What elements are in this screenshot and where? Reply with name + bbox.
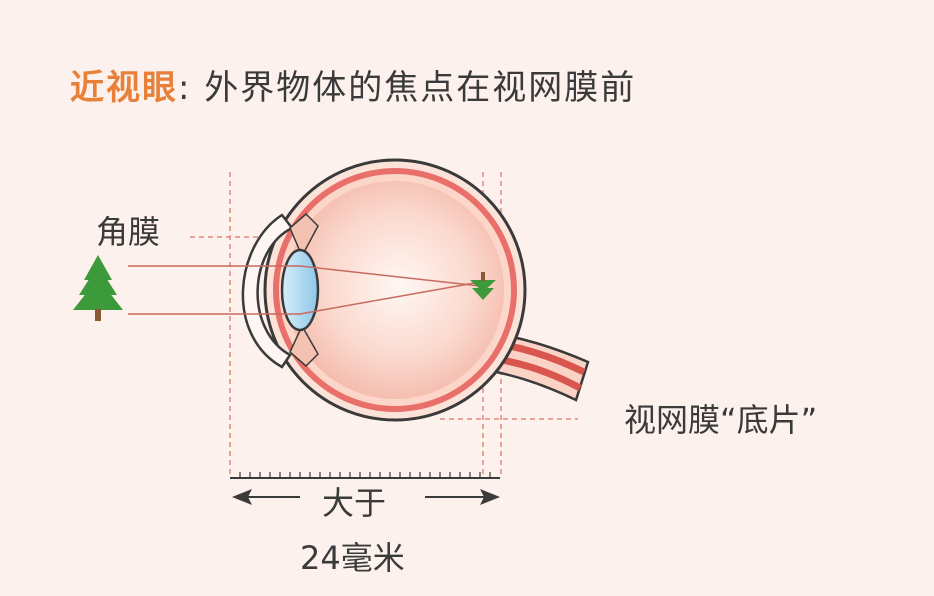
length-label-top: 大于 [322, 484, 387, 522]
tree-icon [73, 255, 123, 321]
eyeball [263, 158, 527, 422]
title-highlight: 近视眼 [70, 68, 178, 108]
ciliary-body [289, 212, 319, 368]
title-separator: : [178, 68, 192, 108]
length-arrows [232, 489, 500, 505]
lens [280, 248, 320, 332]
cornea-shape [241, 213, 294, 369]
length-ruler [230, 472, 500, 479]
cornea-label: 角膜 [96, 213, 161, 251]
retina-label: 视网膜“底片” [624, 401, 818, 439]
length-label-bottom: 24毫米 [300, 539, 405, 577]
title-text: 外界物体的焦点在视网膜前 [204, 68, 637, 108]
focused-image-icon [470, 272, 496, 300]
light-rays [128, 265, 481, 315]
page-title: 近视眼: 外界物体的焦点在视网膜前 [70, 60, 636, 109]
